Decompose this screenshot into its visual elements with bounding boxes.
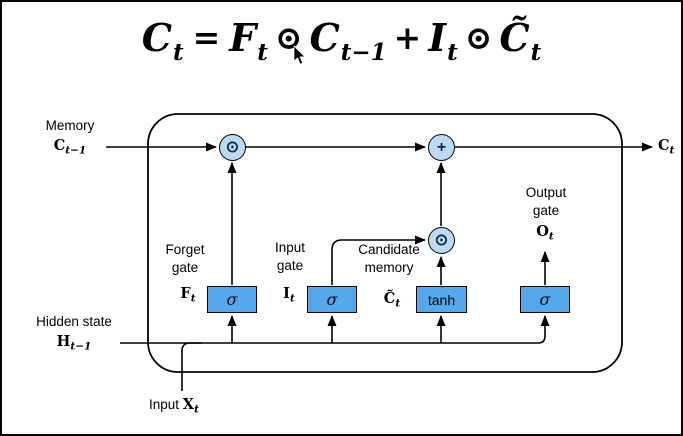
formula-lhs: C: [141, 15, 172, 60]
elementwise-multiply-node-forget: ⊙: [219, 134, 246, 161]
output-gate-label-line2: gate: [532, 203, 560, 218]
formula-prev-memory-term: C: [309, 15, 340, 60]
forget-gate-variable: Ft: [172, 285, 204, 308]
sigma-label: σ: [226, 290, 238, 309]
memory-label: Memory: [45, 118, 95, 133]
output-gate-label-line1: Output: [525, 185, 567, 200]
memory-var-sub: t−1: [65, 144, 87, 157]
sigma-label: σ: [539, 290, 551, 309]
cell-boundary: [147, 113, 623, 373]
candidate-tanh-box: tanh: [416, 286, 467, 313]
formula-candidate-sub: t: [530, 39, 542, 66]
mouse-cursor-icon: [293, 46, 306, 65]
tanh-label: tanh: [427, 291, 456, 308]
multiply-symbol: ⊙: [225, 138, 240, 156]
memory-variable: Ct−1: [24, 137, 116, 160]
forget-gate-label-line2: gate: [171, 260, 199, 275]
forget-gate-box: σ: [207, 286, 257, 313]
candidate-label-line1: Candidate: [358, 242, 420, 257]
forget-var-letter: F: [180, 285, 191, 302]
input-gate-to-multiply-line: [331, 235, 426, 285]
sigma-label: σ: [326, 290, 338, 309]
forget-var-sub: t: [190, 292, 196, 305]
candidate-memory-label: Candidate memory: [346, 241, 432, 277]
input-gate-label: Input gate: [257, 239, 323, 275]
output-var-sub: t: [669, 144, 675, 157]
input-gate-box: σ: [307, 286, 357, 313]
candidate-var-letter: C̃: [383, 290, 396, 307]
input-label: Input Xt: [149, 396, 229, 419]
output-var-letter: C: [658, 137, 670, 154]
formula-input-sub: t: [447, 39, 458, 66]
add-node: +: [428, 134, 455, 161]
hidden-var-sub: t−1: [70, 340, 92, 353]
formula-forget-term: F: [229, 15, 257, 60]
input-gate-label-line2: gate: [276, 258, 304, 273]
input-gate-label-line1: Input: [274, 240, 306, 255]
equals-sign: =: [192, 18, 221, 57]
input-gate-variable: It: [273, 285, 305, 308]
formula-candidate-term: C̃: [499, 15, 530, 60]
output-gate-label: Output gate: [510, 184, 582, 220]
formula-prev-memory-sub: t−1: [340, 39, 387, 66]
cell-output-variable: Ct: [658, 137, 681, 160]
plus-operator: +: [393, 18, 422, 57]
hidden-state-label: Hidden state: [36, 314, 112, 329]
output-gate-var-letter: O: [536, 223, 549, 240]
elementwise-multiply-node-candidate: ⊙: [428, 227, 455, 254]
input-merge-line: [181, 342, 202, 391]
forget-gate-label-line1: Forget: [165, 242, 205, 257]
input-label-text: Input: [149, 397, 180, 412]
hidden-var-letter: H: [56, 333, 71, 350]
candidate-var-sub: t: [395, 297, 401, 310]
input-gate-var-letter: I: [283, 285, 290, 302]
input-var-sub: t: [194, 403, 199, 416]
output-gate-var-sub: t: [548, 230, 554, 243]
output-gate-variable: Ot: [529, 223, 561, 246]
hidden-state-bus: [120, 315, 550, 344]
candidate-variable: C̃t: [374, 290, 410, 313]
formula-lhs-sub: t: [172, 39, 184, 66]
output-gate-box: σ: [520, 286, 570, 313]
formula-input-term: I: [428, 15, 447, 60]
candidate-label-line2: memory: [364, 260, 414, 275]
forget-gate-label: Forget gate: [152, 241, 218, 277]
input-var-letter: X: [182, 396, 195, 413]
hidden-state-variable: Ht−1: [26, 333, 122, 356]
odot-operator-2: ⊙: [464, 18, 493, 57]
plus-symbol: +: [436, 138, 447, 156]
formula-forget-sub: t: [257, 39, 268, 66]
multiply-symbol: ⊙: [434, 231, 449, 249]
input-gate-var-sub: t: [289, 292, 295, 305]
memory-var-letter: C: [53, 137, 66, 154]
